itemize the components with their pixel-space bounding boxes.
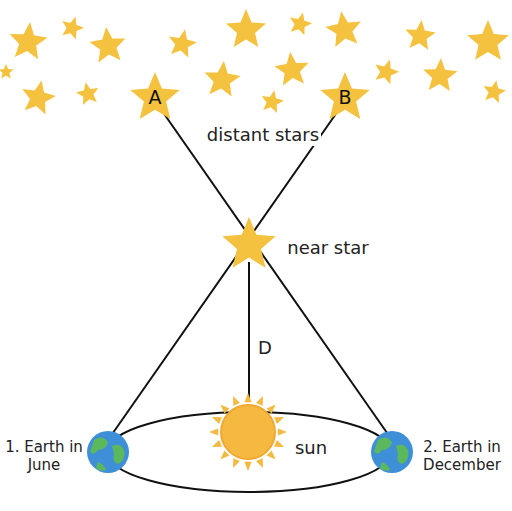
region-label: distant stars bbox=[205, 124, 321, 146]
star-shape bbox=[290, 12, 312, 35]
labelled-star: B bbox=[319, 70, 371, 122]
position-label: 2. Earth in December bbox=[418, 438, 506, 474]
star-shape bbox=[423, 58, 457, 91]
star-shape bbox=[76, 82, 98, 105]
star-shape bbox=[467, 20, 509, 60]
star-shape bbox=[222, 217, 275, 268]
star-label: near star bbox=[287, 237, 369, 259]
earth-june bbox=[87, 431, 129, 473]
sun bbox=[221, 405, 275, 459]
position-label: 1. Earth in June bbox=[4, 438, 84, 474]
star-shape bbox=[226, 9, 266, 47]
star-shape bbox=[22, 80, 56, 114]
near-star bbox=[222, 217, 275, 268]
star-shape bbox=[262, 90, 284, 113]
sight-line bbox=[108, 108, 340, 440]
star-shape bbox=[0, 64, 14, 79]
star-shape bbox=[274, 52, 308, 85]
star-shape bbox=[484, 80, 506, 103]
star-shape bbox=[89, 27, 125, 62]
star-shape bbox=[62, 17, 84, 40]
sun-label: sun bbox=[295, 437, 327, 459]
distance-label: D bbox=[256, 337, 274, 359]
star-shape bbox=[10, 22, 48, 59]
labelled-star: A bbox=[129, 70, 181, 122]
sun-rays bbox=[209, 393, 287, 471]
distance-line bbox=[248, 262, 250, 398]
earth-december bbox=[371, 431, 413, 473]
star-shape bbox=[405, 20, 435, 50]
star-shape bbox=[205, 61, 241, 96]
star-shape bbox=[375, 60, 399, 85]
star-shape bbox=[325, 11, 361, 47]
star-shape bbox=[169, 29, 197, 57]
sight-line bbox=[160, 108, 392, 440]
star-letter: A bbox=[129, 86, 181, 108]
distant-star-field bbox=[0, 9, 509, 114]
star-letter: B bbox=[319, 86, 371, 108]
